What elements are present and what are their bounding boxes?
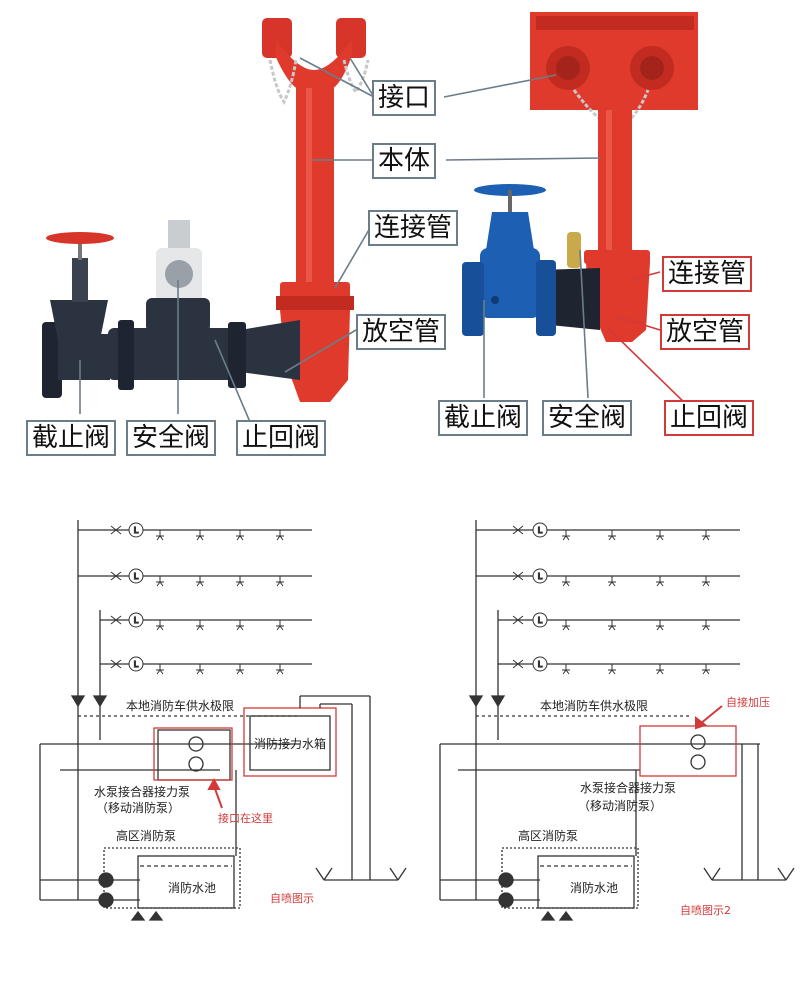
label-safety-valve-right: 安全阀	[542, 400, 633, 436]
right-leader-lines	[443, 74, 601, 399]
label-interface: 接口	[372, 80, 437, 116]
right-fire-pool: 消防水池	[570, 880, 618, 895]
label-connect-pipe-right: 连接管	[662, 256, 753, 292]
left-schematic	[39, 520, 407, 921]
left-connect-here: 接口在这里	[218, 811, 273, 825]
label-safety-valve-left: 安全阀	[126, 420, 217, 456]
left-pump-adapter: 水泵接合器接力泵	[94, 784, 190, 799]
right-high-zone-pump: 高区消防泵	[518, 828, 578, 843]
left-local-limit: 本地消防车供水极限	[126, 698, 234, 713]
right-schematic	[439, 520, 795, 921]
label-vent-pipe-left: 放空管	[356, 314, 447, 350]
right-red-leader-lines	[609, 271, 693, 411]
label-vent-pipe-right: 放空管	[660, 314, 751, 350]
left-relay-tank: 消防接力水箱	[254, 736, 326, 751]
right-mobile-pump: （移动消防泵）	[578, 798, 662, 813]
annotation-arrows	[207, 705, 723, 809]
right-caption: 自喷图示2	[680, 904, 731, 917]
right-auto-pressurize: 自接加压	[726, 696, 770, 709]
left-high-zone-pump: 高区消防泵	[116, 828, 176, 843]
hydrant-photos	[42, 12, 698, 423]
schematic-diagrams: L	[39, 520, 795, 921]
right-pump-adapter: 水泵接合器接力泵	[580, 780, 676, 795]
branch-lines	[78, 529, 312, 665]
label-stop-valve-right: 截止阀	[438, 400, 529, 436]
label-check-valve-left: 止回阀	[236, 420, 327, 456]
label-body: 本体	[372, 143, 437, 179]
right-local-limit: 本地消防车供水极限	[540, 698, 648, 713]
label-check-valve-right: 止回阀	[664, 400, 755, 436]
left-fire-pool: 消防水池	[168, 880, 216, 895]
left-hydrant	[42, 18, 370, 402]
left-leader-lines	[79, 57, 375, 423]
label-connect-pipe-left: 连接管	[368, 210, 459, 246]
left-mobile-pump: （移动消防泵）	[96, 800, 180, 815]
left-caption: 自喷图示	[270, 892, 314, 905]
label-stop-valve-left: 截止阀	[26, 420, 117, 456]
right-hydrant	[462, 12, 698, 342]
